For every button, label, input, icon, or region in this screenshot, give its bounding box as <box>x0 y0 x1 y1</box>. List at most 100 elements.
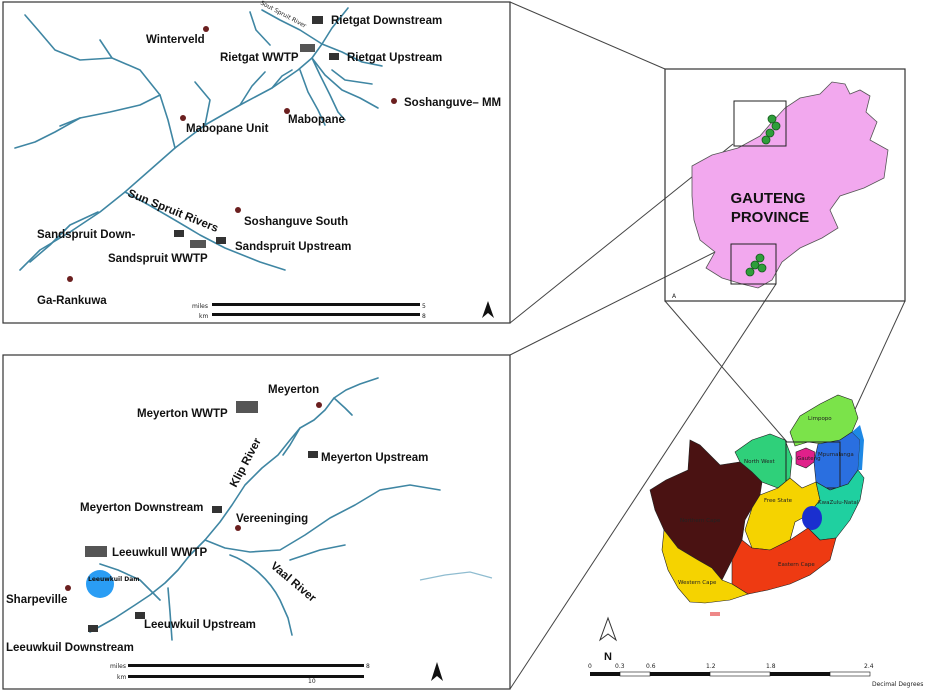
label-limpopo: Limpopo <box>808 416 832 422</box>
meyerton-dot <box>316 402 322 408</box>
bottom-scale-bar: miles km 8 10 <box>110 663 370 685</box>
scale-tick-5: 2.4 <box>864 663 874 670</box>
label-meyerton: Meyerton <box>268 384 319 396</box>
label-leeuwkuil-dam: Leeuwkuil Dam <box>88 576 140 583</box>
top-panel-frame <box>2 1 511 324</box>
gauteng-title-line1: GAUTENG <box>731 190 806 207</box>
label-meyerton-wwtp: Meyerton WWTP <box>137 408 228 420</box>
label-sharpeville: Sharpeville <box>6 594 67 606</box>
meyerton-downstream-marker <box>212 506 222 513</box>
limpopo-region <box>789 394 859 447</box>
top-scale-km-label: km <box>199 313 208 320</box>
kzn-east-strip <box>852 425 864 470</box>
gauteng-inset-north <box>733 100 787 147</box>
top-site-dots <box>67 26 397 282</box>
western-cape-region <box>661 529 749 604</box>
label-western-cape: Western Cape <box>678 580 717 586</box>
winterveld-dot <box>203 26 209 32</box>
top-north-arrow-icon <box>482 301 494 318</box>
gauteng-site-markers <box>745 114 781 277</box>
leeuwkuil-dam-shape <box>86 570 114 598</box>
gauteng-small-region <box>795 447 816 469</box>
vereeninging-dot <box>235 525 241 531</box>
leeuwkuil-upstream-marker <box>135 612 145 619</box>
label-klip-river: Klip River <box>228 436 264 489</box>
top-scale-bar: miles km 5 8 <box>192 303 426 320</box>
label-rietgat-wwtp: Rietgat WWTP <box>220 52 299 64</box>
top-scale-km-bar <box>212 313 420 316</box>
scale-tick-1: 0.3 <box>615 663 625 670</box>
label-eastern-cape: Eastern Cape <box>778 562 815 568</box>
gauteng-frame-corner-mark: A <box>672 293 677 300</box>
gauteng-title-line2: PROVINCE <box>731 209 809 226</box>
label-northern-cape: Northern Cape <box>680 518 721 524</box>
label-mabopane-unit: Mabopane Unit <box>186 123 269 135</box>
top-panel: Winterveld Rietgat Downstream Rietgat WW… <box>2 0 511 324</box>
meyerton-upstream-marker <box>308 451 318 458</box>
label-sandspruit-wwtp: Sandspruit WWTP <box>108 253 208 265</box>
rietgat-downstream-marker <box>312 16 323 24</box>
island-marker <box>710 612 720 616</box>
top-sample-sites <box>174 16 339 248</box>
bottom-north-arrow-icon <box>431 662 443 681</box>
label-rietgat-upstream: Rietgat Upstream <box>347 52 442 64</box>
label-mabopane: Mabopane <box>288 114 345 126</box>
north-letter: N <box>604 651 612 663</box>
bottom-scale-miles-max: 8 <box>366 663 370 670</box>
bottom-sample-sites <box>85 401 318 632</box>
south-africa-map: Limpopo North West Mpumalanga Gauteng Fr… <box>588 394 923 688</box>
gauteng-panel: GAUTENG PROVINCE A <box>664 68 906 302</box>
degree-scale-bar: 0 0.3 0.6 1.2 1.8 2.4 Decimal Degrees <box>588 663 923 688</box>
label-vereeninging: Vereeninging <box>236 513 308 525</box>
label-sout-spruit-river: Sout Spruit River <box>259 0 308 30</box>
mabopane-dot <box>284 108 290 114</box>
soshanguve-mm-dot <box>391 98 397 104</box>
label-soshanguve-south: Soshanguve South <box>244 216 348 228</box>
gauteng-province-shape <box>691 81 889 289</box>
label-sun-spruit-rivers: Sun Spruit Rivers <box>126 188 220 235</box>
bottom-scale-km-max: 10 <box>308 678 316 685</box>
top-rivers <box>14 7 383 271</box>
gauteng-panel-frame <box>664 68 906 302</box>
label-leeuwkuil-downstream: Leeuwkuil Downstream <box>6 642 134 654</box>
top-scale-miles-label: miles <box>192 303 208 310</box>
sandspruit-wwtp-marker <box>190 240 206 248</box>
soshanguve-south-dot <box>235 207 241 213</box>
bottom-site-dots <box>65 402 322 591</box>
label-mpumalanga: Mpumalanga <box>818 452 854 458</box>
bottom-panel-frame <box>2 354 511 690</box>
label-gauteng-small: Gauteng <box>797 456 821 462</box>
south-africa-north-arrow-icon: N <box>598 616 618 663</box>
scale-tick-2: 0.6 <box>646 663 656 670</box>
label-meyerton-upstream: Meyerton Upstream <box>321 452 428 464</box>
gauteng-inset-south <box>730 243 777 285</box>
bottom-scale-km-bar <box>128 675 364 678</box>
bottom-scale-km-label: km <box>117 674 126 681</box>
top-scale-miles-bar <box>212 303 420 306</box>
label-north-west: North West <box>744 459 775 465</box>
label-meyerton-downstream: Meyerton Downstream <box>80 502 203 514</box>
ga-rankuwa-dot <box>67 276 73 282</box>
lesotho-region <box>802 506 822 530</box>
scale-tick-4: 1.8 <box>766 663 776 670</box>
top-scale-km-max: 8 <box>422 313 426 320</box>
label-leeuwkull-wwtp: Leeuwkull WWTP <box>112 547 208 559</box>
scale-tick-0: 0 <box>588 663 592 670</box>
label-free-state: Free State <box>764 498 793 504</box>
label-kwazulu-natal: KwaZulu-Natal <box>818 500 859 506</box>
scale-tick-3: 1.2 <box>706 663 716 670</box>
top-scale-miles-max: 5 <box>422 303 426 310</box>
mabopane-unit-dot <box>180 115 186 121</box>
rietgat-wwtp-marker <box>300 44 315 52</box>
rietgat-upstream-marker <box>329 53 339 60</box>
label-sandspruit-down: Sandspruit Down- <box>37 229 136 241</box>
leeuwkuil-downstream-marker <box>88 625 98 632</box>
bottom-panel: Meyerton Meyerton WWTP Klip River Meyert… <box>2 354 511 690</box>
label-winterveld: Winterveld <box>146 34 205 46</box>
sandspruit-upstream-marker <box>216 237 226 244</box>
scale-unit: Decimal Degrees <box>872 681 923 688</box>
bottom-scale-miles-bar <box>128 664 364 667</box>
sharpeville-dot <box>65 585 71 591</box>
label-rietgat-downstream: Rietgat Downstream <box>331 15 442 27</box>
meyerton-wwtp-marker <box>236 401 258 413</box>
